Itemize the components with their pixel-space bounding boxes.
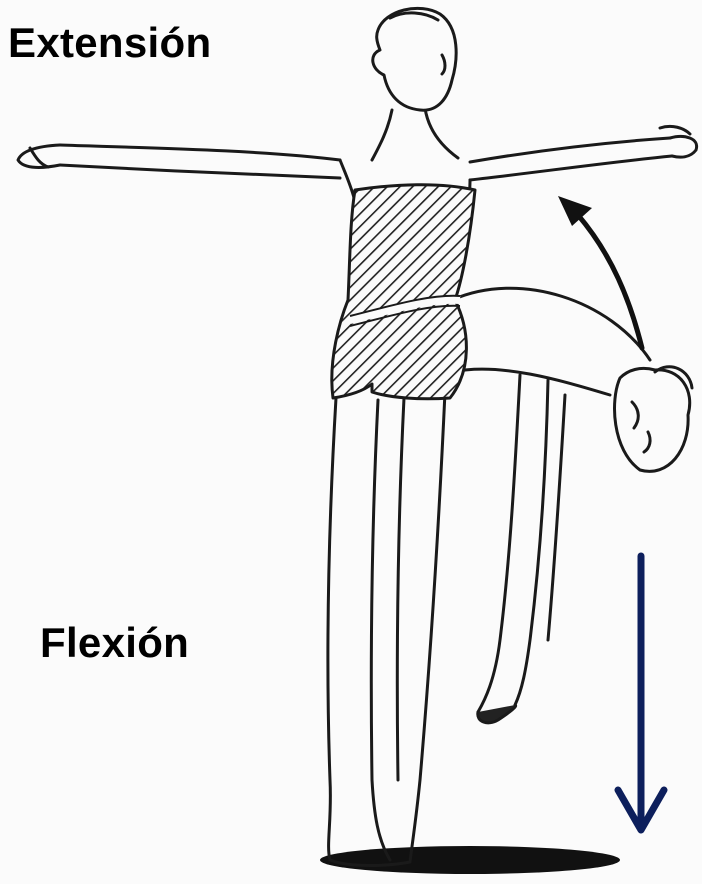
flexion-label: Flexión bbox=[40, 622, 189, 664]
standing-figure bbox=[18, 8, 697, 865]
swimsuit bbox=[332, 185, 475, 399]
extension-label: Extensión bbox=[8, 22, 211, 64]
curved-up-arrow-icon bbox=[558, 196, 642, 348]
floor-shadow bbox=[320, 846, 620, 874]
flexed-figure bbox=[452, 288, 692, 723]
down-arrow-icon bbox=[618, 556, 664, 830]
